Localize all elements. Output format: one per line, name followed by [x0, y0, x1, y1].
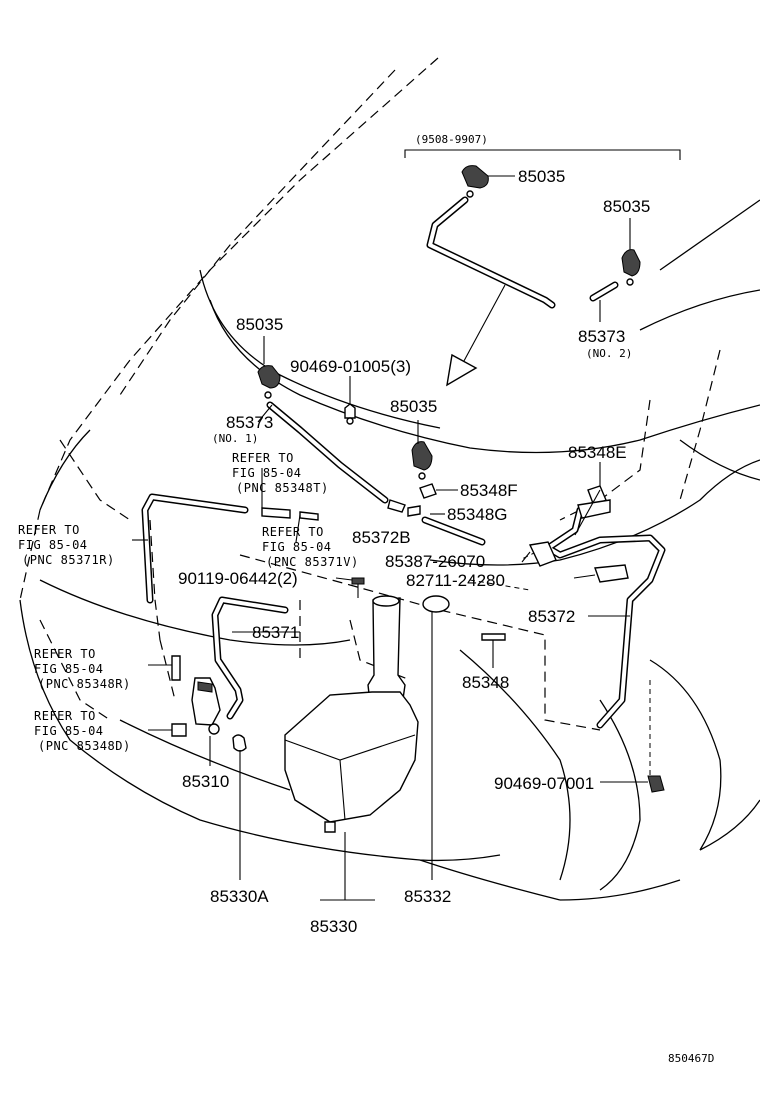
label-85035-top: 85035: [518, 167, 565, 186]
ref-85348t-line2: FIG 85-04: [232, 466, 302, 480]
label-85373-no1-note: (NO. 1): [212, 432, 258, 445]
direction-arrow: [446, 284, 506, 387]
refer-notes: REFER TO FIG 85-04 (PNC 85348T) REFER TO…: [18, 451, 359, 753]
label-85035-center: 85035: [390, 397, 437, 416]
label-85348g: 85348G: [447, 505, 508, 524]
label-85348f: 85348F: [460, 481, 518, 500]
hose-85372-routing: [528, 485, 666, 729]
label-82711-24280: 82711-24280: [406, 571, 505, 590]
label-85373-no1: 85373: [226, 413, 273, 432]
ref-85348d-line2: FIG 85-04: [34, 724, 104, 738]
date-range-bracket: (9508-9907): [404, 133, 681, 160]
clip-90469-01005: [344, 403, 356, 425]
washer-pump: [171, 655, 247, 752]
label-85372b: 85372B: [352, 528, 411, 547]
ref-85348d-line1: REFER TO: [34, 709, 96, 723]
label-85371: 85371: [252, 623, 299, 642]
label-85332: 85332: [404, 887, 451, 906]
part-labels: 85035 85035 85373 (NO. 2) 85035 90469-01…: [178, 167, 714, 1065]
ref-85371r-line1: REFER TO: [18, 523, 80, 537]
date-range-label: (9508-9907): [415, 133, 488, 146]
clip-90469-07001: [647, 775, 665, 793]
label-85373-no2-note: (NO. 2): [586, 347, 632, 360]
ref-85348t-line1: REFER TO: [232, 451, 294, 465]
rear-nozzle-assembly: [426, 165, 641, 309]
ref-85371r-line2: FIG 85-04: [18, 538, 88, 552]
joint-85348: [481, 633, 506, 641]
label-85348: 85348: [462, 673, 509, 692]
front-nozzle-center: [411, 441, 433, 480]
label-85373-no2: 85373: [578, 327, 625, 346]
diagram-code: 850467D: [668, 1052, 714, 1065]
ref-85348r-line1: REFER TO: [34, 647, 96, 661]
ref-85348d-line3: (PNC 85348D): [38, 739, 131, 753]
hose-joints-f-g: [387, 483, 486, 546]
label-90469-01005: 90469-01005(3): [290, 357, 411, 376]
label-85348e: 85348E: [568, 443, 627, 462]
label-85035-left: 85035: [236, 315, 283, 334]
leader-lines: [132, 175, 648, 901]
label-85372: 85372: [528, 607, 575, 626]
label-90469-07001: 90469-07001: [494, 774, 594, 793]
hose-85371-routing: [141, 493, 319, 720]
washer-tank: [284, 595, 419, 833]
tank-cap-85332: [422, 595, 450, 613]
ref-85348r-line3: (PNC 85348R): [38, 677, 131, 691]
ref-85371v-line2: FIG 85-04: [262, 540, 332, 554]
label-85330a: 85330A: [210, 887, 269, 906]
ref-85348r-line2: FIG 85-04: [34, 662, 104, 676]
ref-85371v-line3: (PNC 85371V): [266, 555, 359, 569]
label-90119-06442: 90119-06442(2): [178, 569, 298, 588]
vehicle-body-outline: [19, 57, 760, 901]
label-85035-right: 85035: [603, 197, 650, 216]
label-85310: 85310: [182, 772, 229, 791]
label-85387-26070: 85387-26070: [385, 552, 485, 571]
ref-85348t-line3: (PNC 85348T): [236, 481, 329, 495]
ref-85371r-line3: (PNC 85371R): [22, 553, 115, 567]
screw-90119-06442: [351, 577, 365, 598]
label-85330: 85330: [310, 917, 357, 936]
ref-85371v-line1: REFER TO: [262, 525, 324, 539]
front-nozzle-left: [257, 365, 389, 504]
